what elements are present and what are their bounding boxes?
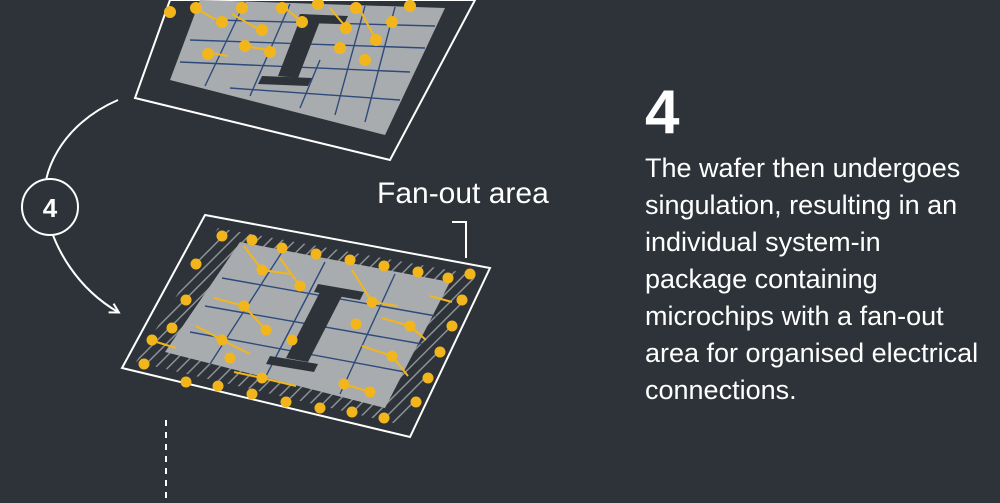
fan-out-area-label: Fan-out area [377,177,549,210]
step-number: 4 [645,78,680,147]
step-badge: 4 [21,178,79,236]
package-outline [120,213,492,439]
step-description: The wafer then undergoes singulation, re… [645,153,979,405]
system-in-package [120,213,492,439]
solder-pads-bottom [138,230,476,424]
step-badge-label: 4 [43,193,58,223]
leader-line-icon [452,221,467,258]
wafer-chip-top [133,0,477,162]
wafer-outline [133,0,477,162]
circle-number-icon [21,178,79,236]
interconnect-top [258,14,348,86]
solder-pads-top [164,0,416,66]
interconnect-bottom [266,284,364,372]
